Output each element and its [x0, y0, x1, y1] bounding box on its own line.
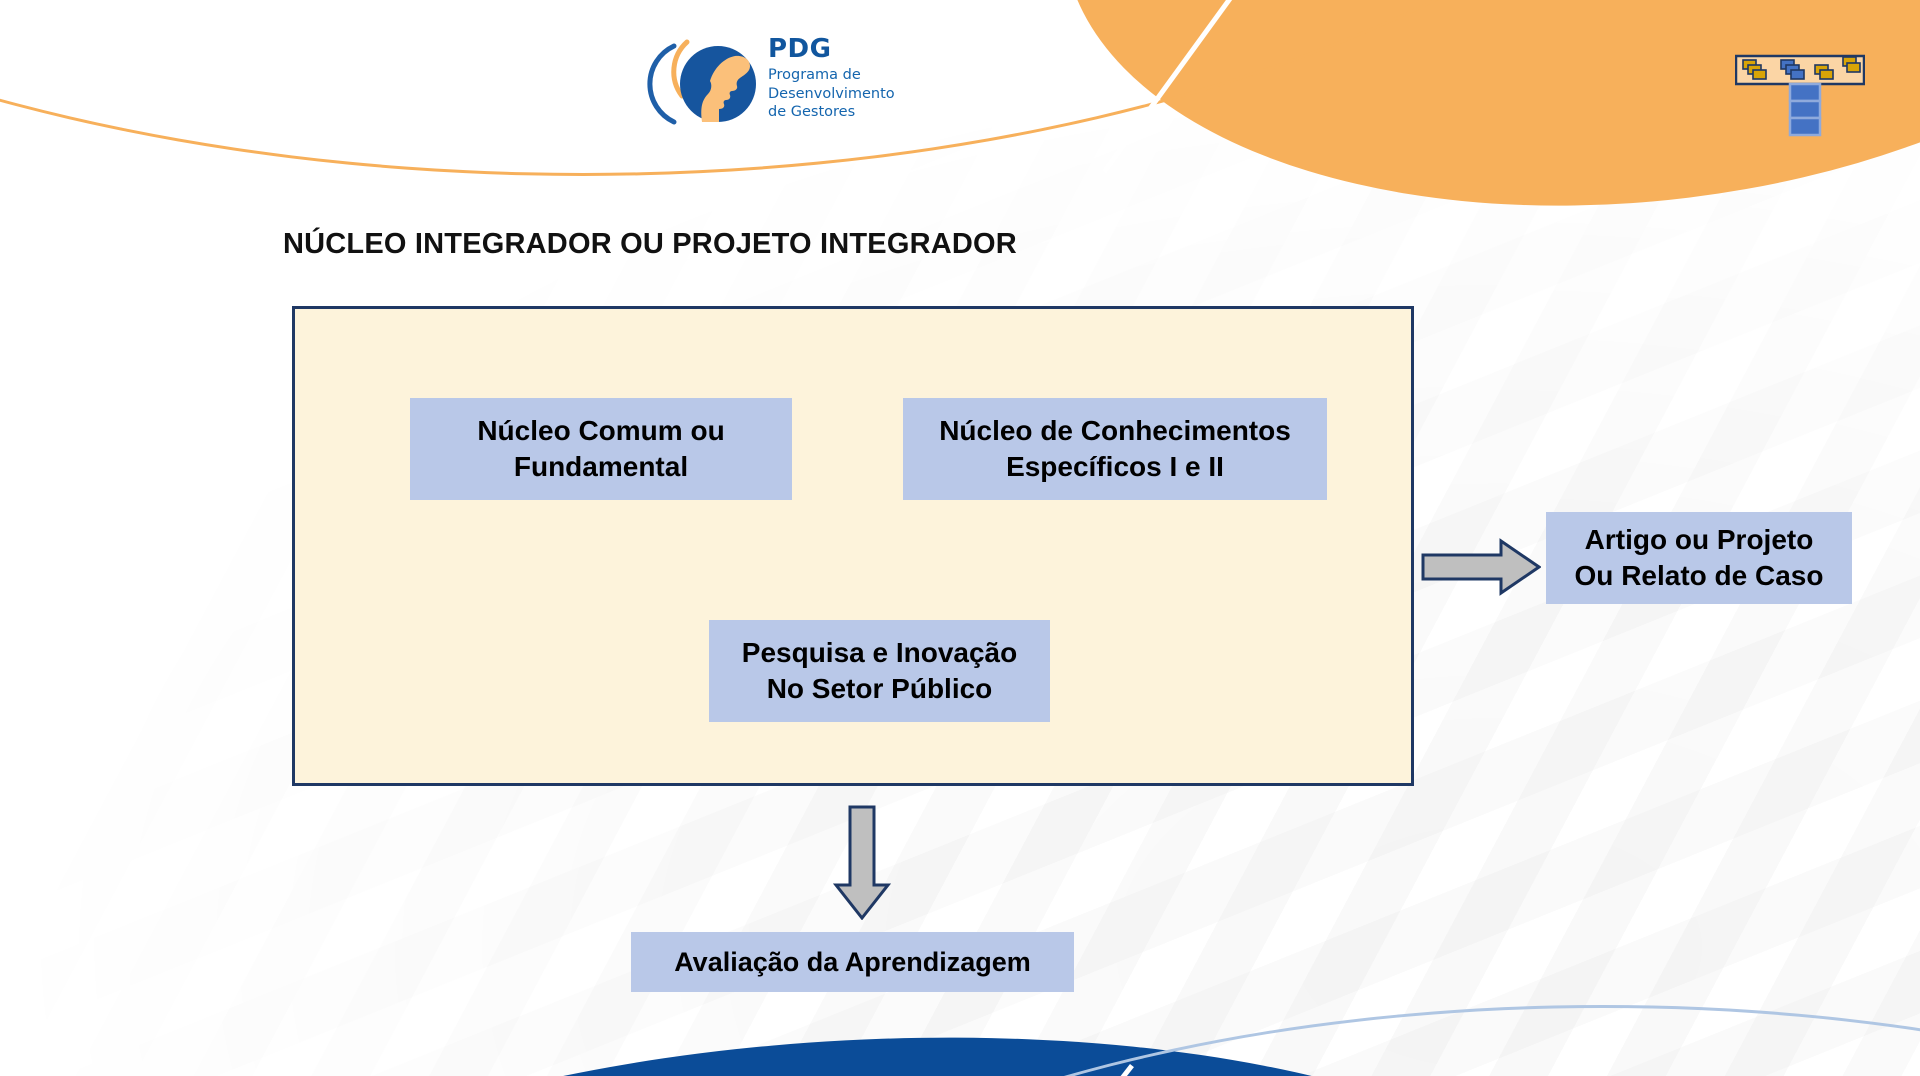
pdg-acronym: PDG [768, 34, 832, 64]
integrator-core-panel [292, 306, 1414, 786]
pdg-subtitle: Programa de Desenvolvimento de Gestores [768, 67, 895, 121]
pdg-logo-text: PDG Programa de Desenvolvimento de Gesto… [768, 36, 895, 122]
page-title: NÚCLEO INTEGRADOR OU PROJETO INTEGRADOR [283, 228, 1017, 260]
pdg-logo: PDG Programa de Desenvolvimento de Gesto… [640, 30, 940, 140]
node-nucleo-comum[interactable]: Núcleo Comum ou Fundamental [410, 398, 792, 500]
arrow-right-to-output-icon [1421, 538, 1541, 596]
pdg-face-circle-logo-icon [647, 39, 756, 125]
arrow-down-to-evaluation-icon [833, 805, 891, 920]
node-avaliacao-aprendizagem[interactable]: Avaliação da Aprendizagem [631, 932, 1074, 992]
node-artigo-projeto-relato[interactable]: Artigo ou Projeto Ou Relato de Caso [1546, 512, 1852, 604]
white-slash-bottom [1056, 1064, 1134, 1076]
node-conhecimentos-especificos[interactable]: Núcleo de Conhecimentos Específicos I e … [903, 398, 1327, 500]
light-blue-arc-line [600, 1005, 1920, 1076]
blue-blob-shape [96, 1001, 1624, 1076]
org-chart-blocks-icon [1735, 54, 1865, 137]
white-slash-top [1102, 0, 1260, 174]
node-pesquisa-inovacao[interactable]: Pesquisa e Inovação No Setor Público [709, 620, 1050, 722]
